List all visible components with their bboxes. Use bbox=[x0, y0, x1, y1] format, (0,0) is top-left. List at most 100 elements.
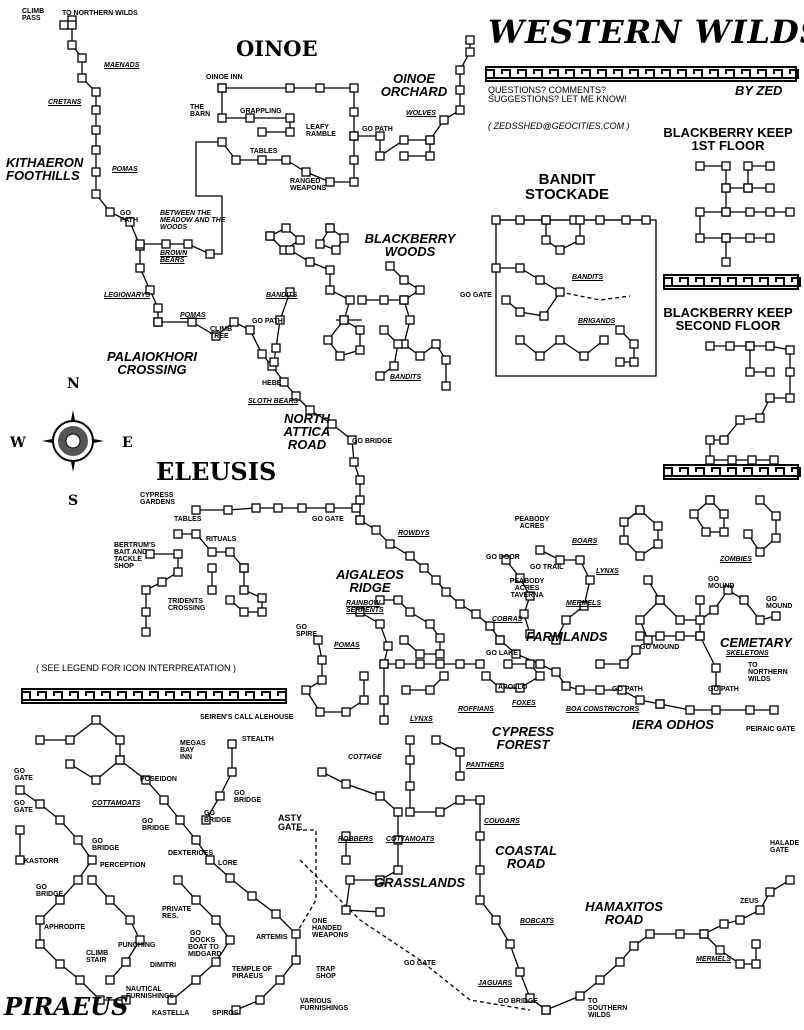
map-room bbox=[561, 615, 571, 625]
mob-brigands: BRIGANDS bbox=[578, 318, 616, 325]
map-room bbox=[173, 529, 183, 539]
map-room bbox=[157, 577, 167, 587]
map-room bbox=[435, 649, 445, 659]
map-room bbox=[739, 595, 749, 605]
label-tables: TABLES bbox=[250, 148, 278, 155]
label-grappling: GRAPPLING bbox=[240, 108, 282, 115]
map-room bbox=[441, 355, 451, 365]
map-room bbox=[765, 393, 775, 403]
map-room bbox=[615, 957, 625, 967]
map-room bbox=[379, 715, 389, 725]
label-to-northern-wilds: TO NORTHERN WILDS bbox=[748, 662, 788, 683]
map-room bbox=[503, 659, 513, 669]
mob-bandits: BANDITS bbox=[266, 292, 298, 299]
mob-bandits: BANDITS bbox=[390, 374, 422, 381]
map-room bbox=[389, 361, 399, 371]
map-room bbox=[711, 705, 721, 715]
map-room bbox=[555, 287, 565, 297]
map-room bbox=[349, 457, 359, 467]
map-room bbox=[785, 367, 795, 377]
mob-robbers: ROBBERS bbox=[338, 836, 374, 843]
map-room bbox=[105, 895, 115, 905]
map-path bbox=[321, 771, 399, 913]
map-room bbox=[765, 207, 775, 217]
mob-pomas: POMAS bbox=[180, 312, 206, 319]
map-room bbox=[105, 207, 115, 217]
map-room bbox=[173, 549, 183, 559]
map-room bbox=[145, 285, 155, 295]
map-room bbox=[175, 815, 185, 825]
map-room bbox=[55, 895, 65, 905]
map-room bbox=[685, 705, 695, 715]
map-room bbox=[719, 527, 729, 537]
map-path bbox=[379, 329, 399, 377]
map-room bbox=[475, 831, 485, 841]
label-bertrums-shop: BERTRUM'S BAIT AND TACKLE SHOP bbox=[114, 542, 156, 570]
map-room bbox=[695, 233, 705, 243]
map-room bbox=[617, 685, 627, 695]
region-cemetary: CEMETARY bbox=[720, 635, 792, 650]
map-room bbox=[285, 83, 295, 93]
map-room bbox=[217, 83, 227, 93]
label-cottage: COTTAGE bbox=[348, 754, 382, 761]
map-room bbox=[695, 631, 705, 641]
label-spiros: SPIROS bbox=[212, 1010, 239, 1017]
region-blackberry-keep-2: BLACKBERRY KEEP SECOND FLOOR bbox=[663, 305, 793, 333]
map-room bbox=[535, 275, 545, 285]
map-room bbox=[225, 873, 235, 883]
map-room bbox=[395, 659, 405, 669]
map-room bbox=[525, 591, 535, 601]
map-room bbox=[257, 155, 267, 165]
map-room bbox=[525, 659, 535, 669]
map-room bbox=[257, 607, 267, 617]
mob-mermels: MERMELS bbox=[696, 956, 731, 963]
map-room bbox=[371, 525, 381, 535]
map-room bbox=[73, 835, 83, 845]
label-dexterity: DEXTERIOES bbox=[168, 850, 214, 857]
label-go-gate: GO GATE bbox=[404, 960, 436, 967]
label-go-path: GO PATH bbox=[708, 686, 739, 693]
map-room bbox=[91, 189, 101, 199]
map-room bbox=[439, 671, 449, 681]
map-room bbox=[419, 563, 429, 573]
label-go-spire: GO SPIRE bbox=[296, 624, 318, 638]
region-hamaxitos: HAMAXITOS ROAD bbox=[585, 899, 663, 927]
label-boat-to-midgard: BOAT TO MIDGARD bbox=[188, 944, 222, 958]
map-room bbox=[375, 595, 385, 605]
map-room bbox=[755, 905, 765, 915]
map-room bbox=[95, 995, 105, 1005]
label-one-handed-weapons: ONE HANDED WEAPONS bbox=[312, 918, 349, 939]
mob-jaguars: JAGUARS bbox=[478, 980, 513, 987]
mob-boars: BOARS bbox=[572, 538, 598, 545]
map-room bbox=[705, 435, 715, 445]
map-room bbox=[217, 137, 227, 147]
map-room bbox=[475, 795, 485, 805]
map-room bbox=[135, 239, 145, 249]
compass-south: S bbox=[68, 493, 79, 509]
map-path bbox=[362, 265, 422, 301]
map-room bbox=[91, 775, 101, 785]
email-link[interactable]: ( ZEDSSHED@GEOCITIES.COM ) bbox=[488, 121, 630, 131]
map-room bbox=[275, 975, 285, 985]
map-room bbox=[511, 649, 521, 659]
map-room bbox=[393, 807, 403, 817]
map-room bbox=[701, 527, 711, 537]
map-room bbox=[325, 503, 335, 513]
mob-cottamoats: COTTAMOATS bbox=[386, 836, 435, 843]
map-room bbox=[91, 125, 101, 135]
label-go-gate: GO GATE bbox=[460, 292, 492, 299]
map-room bbox=[755, 547, 765, 557]
map-room bbox=[73, 875, 83, 885]
map-room bbox=[721, 183, 731, 193]
map-room bbox=[721, 233, 731, 243]
region-cypress-forest: CYPRESS FOREST bbox=[491, 724, 555, 752]
map-room bbox=[265, 231, 275, 241]
map-room bbox=[643, 635, 653, 645]
map-room bbox=[765, 233, 775, 243]
map-room bbox=[269, 357, 279, 367]
label-trap-shop: TRAP SHOP bbox=[316, 966, 336, 980]
map-room bbox=[723, 585, 733, 595]
map-path bbox=[699, 188, 770, 239]
label-asty-gate: ASTY GATE bbox=[278, 813, 303, 832]
map-room bbox=[231, 155, 241, 165]
